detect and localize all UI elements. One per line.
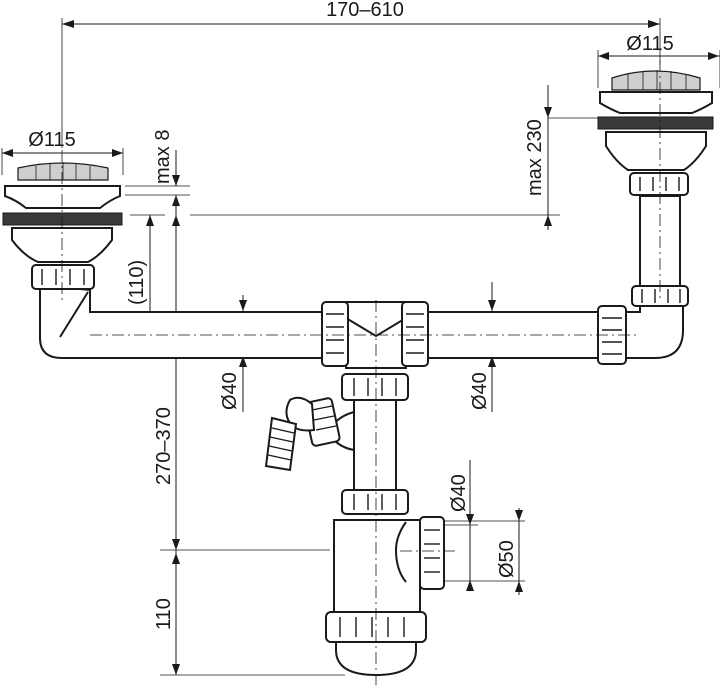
right-pipe-label: Ø40 (469, 372, 491, 410)
outlet-nut-label: Ø40 (448, 474, 470, 512)
outlet-label: Ø50 (496, 540, 518, 578)
max-8-label: max 8 (152, 130, 174, 184)
dimension-span: 170–610 (61, 0, 661, 148)
dimension-max-230: max 230 (190, 85, 598, 230)
vertical-pipe (333, 399, 397, 493)
tee-bottom-nut (341, 373, 409, 401)
drop-110-label: (110) (126, 260, 148, 305)
max-230-label: max 230 (524, 119, 546, 196)
outlet-nut (419, 516, 445, 590)
dimension-right-strainer: Ø115 (597, 33, 720, 88)
overall-height-label: 270–370 (153, 407, 175, 485)
dimension-outlet-nut: Ø40 (440, 460, 478, 591)
left-strainer-label: Ø115 (28, 129, 75, 151)
bottle-trap (325, 519, 427, 677)
dimension-trap-height: 110 (153, 549, 345, 676)
dimension-left-strainer: Ø115 (1, 129, 124, 175)
left-gasket (2, 212, 123, 226)
axis-lines (61, 60, 661, 685)
span-label: 170–610 (326, 0, 404, 21)
right-strainer-label: Ø115 (626, 33, 673, 55)
appliance-connector (264, 396, 341, 472)
left-pipe-label: Ø40 (219, 372, 241, 410)
dimension-outlet: Ø50 (445, 508, 525, 595)
dimension-overall-height: 270–370 (153, 212, 180, 553)
right-gasket (597, 116, 714, 130)
left-nut (31, 264, 95, 290)
left-strainer (2, 162, 123, 263)
right-strainer (597, 70, 714, 307)
trap-top-nut (341, 489, 409, 515)
dimension-max-8: max 8 (125, 130, 190, 212)
trap-height-label: 110 (153, 598, 175, 630)
